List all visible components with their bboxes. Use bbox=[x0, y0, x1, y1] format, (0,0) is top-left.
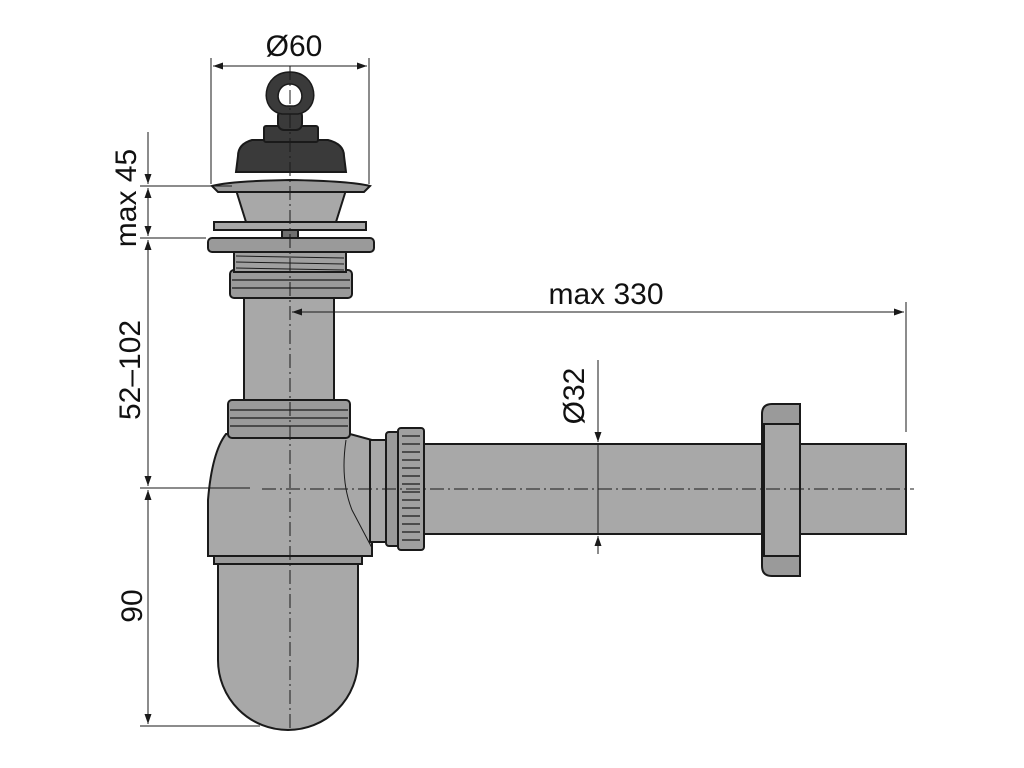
plug-diameter-label: Ø60 bbox=[266, 30, 323, 63]
dim-plug-diameter: Ø60 bbox=[210, 30, 370, 184]
bottle-cup bbox=[217, 559, 359, 731]
dim-pipe-diameter: Ø32 bbox=[558, 360, 602, 554]
dim-left-chain bbox=[140, 132, 260, 727]
adjust-height-label: 52–102 bbox=[114, 320, 147, 420]
pipe-diameter-label: Ø32 bbox=[558, 368, 591, 425]
dim-outlet-length: max 330 bbox=[292, 278, 907, 432]
trap-body bbox=[207, 433, 373, 731]
outlet-length-label: max 330 bbox=[548, 278, 663, 311]
overflow-height-label: max 45 bbox=[110, 149, 143, 247]
plug-icon bbox=[234, 71, 348, 173]
trap-depth-label: 90 bbox=[116, 589, 149, 622]
waste-fitting bbox=[207, 178, 375, 253]
outlet-pipe bbox=[369, 439, 907, 543]
